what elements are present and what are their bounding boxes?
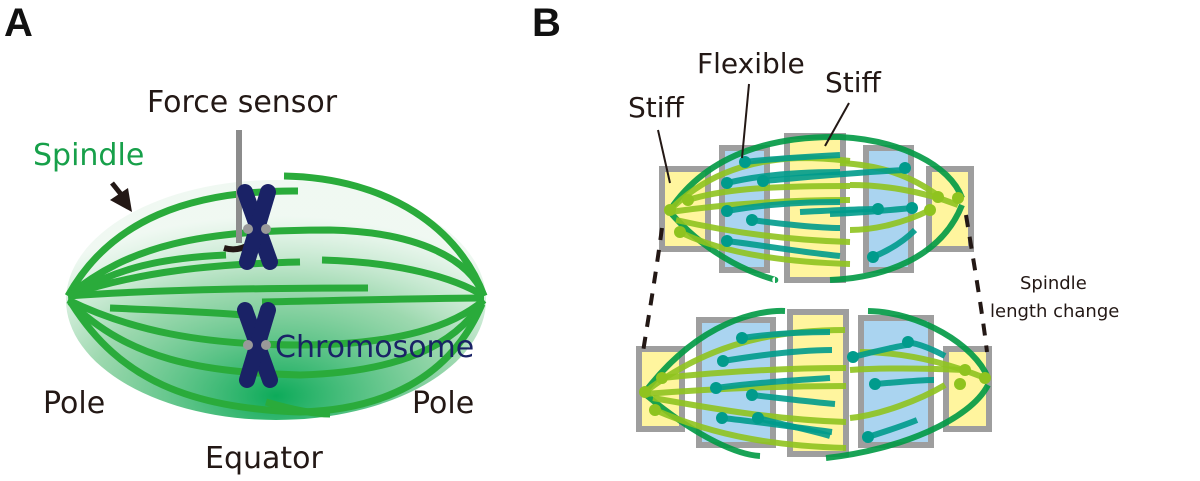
arrow-icon — [110, 181, 132, 212]
spindle-label: Spindle — [33, 138, 144, 173]
leader-stiff-center — [824, 102, 850, 147]
microtubule — [283, 172, 488, 298]
microtubule — [67, 284, 369, 300]
pole-left-label: Pole — [43, 386, 105, 421]
panel-b: B — [532, 1, 1119, 461]
microtubule — [321, 256, 486, 299]
microtubule — [74, 251, 227, 296]
microtubule — [66, 296, 487, 349]
spindle-long — [636, 307, 992, 461]
stiff-left-label: Stiff — [628, 91, 685, 124]
microtubule — [67, 299, 485, 379]
length-change-label-line1: Spindle — [1020, 273, 1087, 294]
spindle-long-kinetochore-dots — [639, 332, 991, 443]
microtubule — [65, 226, 488, 299]
microtubule — [64, 187, 299, 298]
spindle-microtubules — [64, 172, 488, 418]
microtubule — [261, 294, 485, 306]
force-sensor-label: Force sensor — [147, 85, 338, 120]
panel-a: A — [4, 1, 488, 476]
leader-flexible — [741, 83, 750, 159]
spindle-short-microtubules — [667, 133, 965, 283]
length-change-dashed-right — [964, 214, 989, 353]
panel-b-label: B — [532, 1, 561, 45]
equator-label: Equator — [205, 441, 324, 476]
flexible-label: Flexible — [697, 47, 805, 80]
spindle-long-microtubules — [642, 307, 991, 461]
microtubule — [109, 304, 245, 319]
length-change-dashed-left — [641, 227, 664, 353]
chromosome-lower — [237, 302, 278, 388]
chromosome-label: Chromosome — [275, 330, 474, 365]
stiff-center-label: Stiff — [825, 66, 882, 99]
spindle-short-kinetochore-dots — [664, 156, 964, 263]
spindle-short — [659, 133, 974, 283]
leader-stiff-left — [657, 129, 671, 184]
length-change-label-line2: length change — [990, 301, 1119, 322]
pole-right-label: Pole — [412, 386, 474, 421]
panel-a-label: A — [4, 1, 33, 45]
microtubule — [265, 398, 331, 418]
chromosome-upper — [237, 184, 278, 270]
